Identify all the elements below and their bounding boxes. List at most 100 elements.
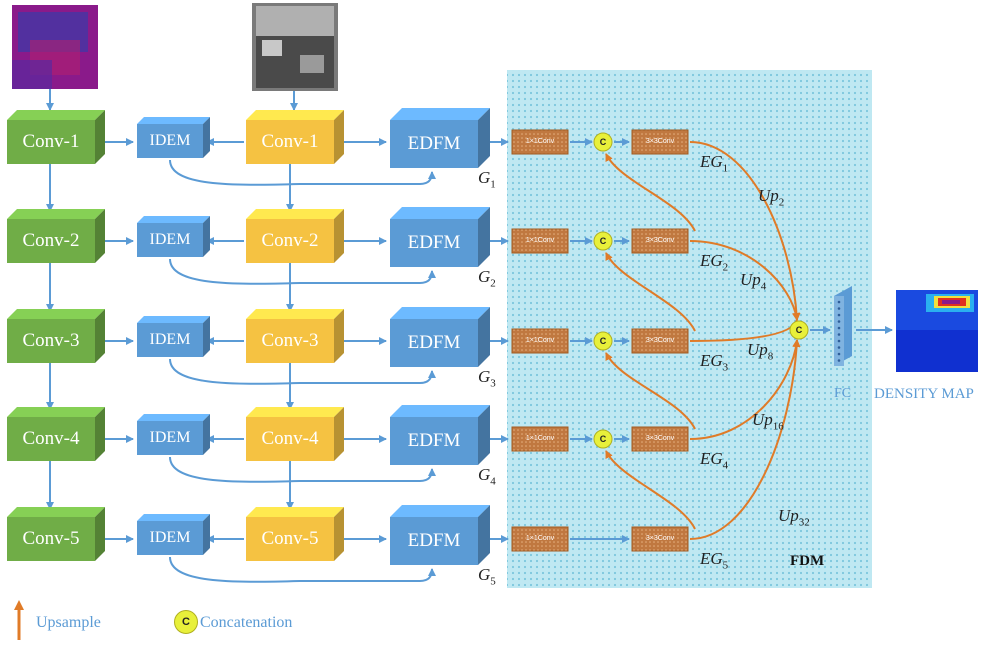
conv1x1-label: 1×1Conv [525,337,555,344]
arrow-idem-to-edfm [169,456,436,483]
upsample-to-final [689,141,801,321]
eg-letters: EG [700,449,723,468]
idem-label: IDEM [149,529,191,546]
mid-conv-block [246,309,344,363]
up-label: Up8 [747,340,773,362]
g-label: G3 [478,367,496,389]
upsample-arrow [605,252,696,332]
left-conv-block [7,407,105,461]
arrow-idem-to-edfm [169,258,436,285]
idem-block [137,414,210,455]
g-label: G4 [478,465,496,487]
concat-circle [593,231,613,251]
g-subscript: 4 [490,475,496,488]
eg-subscript: 3 [722,361,729,374]
mid-conv-block [246,407,344,461]
concat-mark: C [599,336,607,346]
eg-subscript: 1 [722,162,729,175]
eg-letters: EG [700,549,723,568]
left-conv-block [7,209,105,263]
up-subscript: 32 [798,516,810,529]
left-conv-label: Conv-1 [22,131,80,152]
mid-conv-label: Conv-5 [261,528,319,549]
up-letters: Up [778,506,799,525]
conv3x3-label: 3×3Conv [645,237,675,244]
left-conv-label: Conv-2 [22,230,80,251]
left-conv-label: Conv-4 [22,428,80,449]
mid-conv-block [246,209,344,263]
left-conv-label: Conv-5 [22,528,80,549]
idem-label: IDEM [149,331,191,348]
g-letter: G [478,367,491,386]
mid-conv-label: Conv-2 [261,230,319,251]
legend-upsample-icon [14,600,24,640]
edfm-label: EDFM [407,530,461,551]
up-subscript: 16 [772,420,784,433]
arrow-idem-to-edfm [169,556,436,583]
conv1x1-box [511,129,569,155]
eg-label: EG2 [700,251,728,273]
eg-label: EG3 [700,351,728,373]
left-conv-block [7,110,105,164]
conv3x3-box [631,328,689,354]
edfm-label: EDFM [407,430,461,451]
conv1x1-box [511,526,569,552]
left-conv-label: Conv-3 [22,330,80,351]
upsample-to-final [689,339,801,440]
conv3x3-box [631,129,689,155]
up-letters: Up [747,340,768,359]
g-subscript: 5 [490,575,496,588]
g-subscript: 3 [490,377,496,390]
conv1x1-box [511,426,569,452]
eg-label: EG5 [700,549,728,571]
edfm-label: EDFM [407,232,461,253]
mid-conv-label: Conv-4 [261,428,319,449]
arrow-idem-to-edfm [169,159,436,186]
g-label: G1 [478,168,496,190]
edfm-block [390,505,490,565]
g-letter: G [478,465,491,484]
density-map-label: DENSITY MAP [874,386,974,402]
upsample-arrow [605,352,696,430]
mid-conv-label: Conv-1 [261,131,319,152]
conv3x3-box [631,426,689,452]
idem-label: IDEM [149,132,191,149]
idem-block [137,514,210,555]
edfm-label: EDFM [407,133,461,154]
idem-label: IDEM [149,231,191,248]
legend-concat-icon: C [174,610,198,634]
concat-circle [593,429,613,449]
mid-conv-label: Conv-3 [261,330,319,351]
g-subscript: 1 [490,178,496,191]
up-letters: Up [740,270,761,289]
legend-upsample-label: Upsample [36,614,101,631]
mid-conv-block [246,110,344,164]
left-conv-block [7,309,105,363]
fdm-title: FDM [790,553,825,569]
g-label: G2 [478,267,496,289]
edfm-label: EDFM [407,332,461,353]
conv3x3-box [631,228,689,254]
density-map-image [896,290,978,372]
final-concat-mark: C [795,325,803,335]
fc-block [834,286,852,366]
eg-letters: EG [700,152,723,171]
mid-conv-block [246,507,344,561]
g-letter: G [478,565,491,584]
eg-letters: EG [700,351,723,370]
up-label: Up4 [740,270,766,292]
conv1x1-label: 1×1Conv [525,138,555,145]
conv3x3-box [631,526,689,552]
conv3x3-label: 3×3Conv [645,337,675,344]
concat-mark: C [599,434,607,444]
upsample-arrow [605,153,696,232]
eg-label: EG4 [700,449,728,471]
conv3x3-label: 3×3Conv [645,138,675,145]
up-subscript: 8 [767,350,774,363]
concat-mark: C [599,236,607,246]
up-subscript: 2 [778,196,785,209]
eg-subscript: 4 [722,459,729,472]
up-label: Up16 [752,410,784,432]
eg-letters: EG [700,251,723,270]
